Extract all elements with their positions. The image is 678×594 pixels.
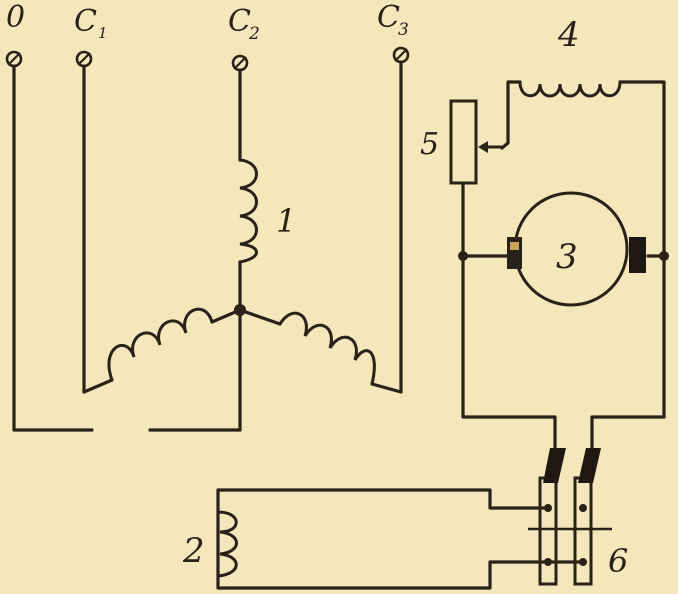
coil-2-label: 2 — [182, 531, 205, 571]
c1-wire — [82, 64, 114, 394]
coil-2 — [216, 510, 238, 578]
switch-6-label: 6 — [608, 542, 628, 580]
field-winding-4 — [518, 80, 622, 98]
coil-2-frame — [216, 488, 585, 590]
terminal-c3: C 3 — [377, 0, 410, 64]
terminal-c2-subscript: 2 — [248, 24, 260, 44]
rheostat-arrow-icon — [478, 141, 488, 153]
winding-1-right-coil — [238, 308, 376, 386]
terminal-c1-subscript: 1 — [98, 24, 108, 42]
rheostat-5-label: 5 — [420, 127, 439, 162]
star-point-node — [234, 304, 246, 316]
field-wire-left — [500, 80, 522, 150]
winding-1-left-coil — [107, 307, 242, 382]
armature-return-wire-left — [461, 254, 557, 450]
terminal-c3-label: C — [377, 0, 400, 35]
terminal-c2-label: C — [228, 4, 251, 39]
field-wire-right — [618, 80, 666, 258]
terminal-0: 0 — [5, 0, 25, 68]
motor-left-brush — [507, 237, 522, 269]
terminal-0-label: 0 — [6, 0, 25, 35]
neutral-wire — [12, 64, 94, 432]
terminal-c1-label: C — [74, 4, 97, 39]
motor-3-label: 3 — [556, 237, 578, 277]
rheostat-5 — [449, 99, 478, 185]
motor-right-brush — [629, 237, 646, 273]
winding-1-vertical-coil — [238, 158, 258, 264]
c3-wire — [370, 60, 403, 394]
switch-6 — [528, 448, 612, 586]
terminal-c1: C 1 — [74, 4, 108, 68]
field-winding-4-label: 4 — [557, 15, 580, 55]
terminal-c3-subscript: 3 — [398, 20, 409, 40]
armature-return-wire-right — [590, 254, 666, 450]
terminal-c2: C 2 — [228, 4, 260, 72]
winding-1-label: 1 — [276, 202, 296, 240]
